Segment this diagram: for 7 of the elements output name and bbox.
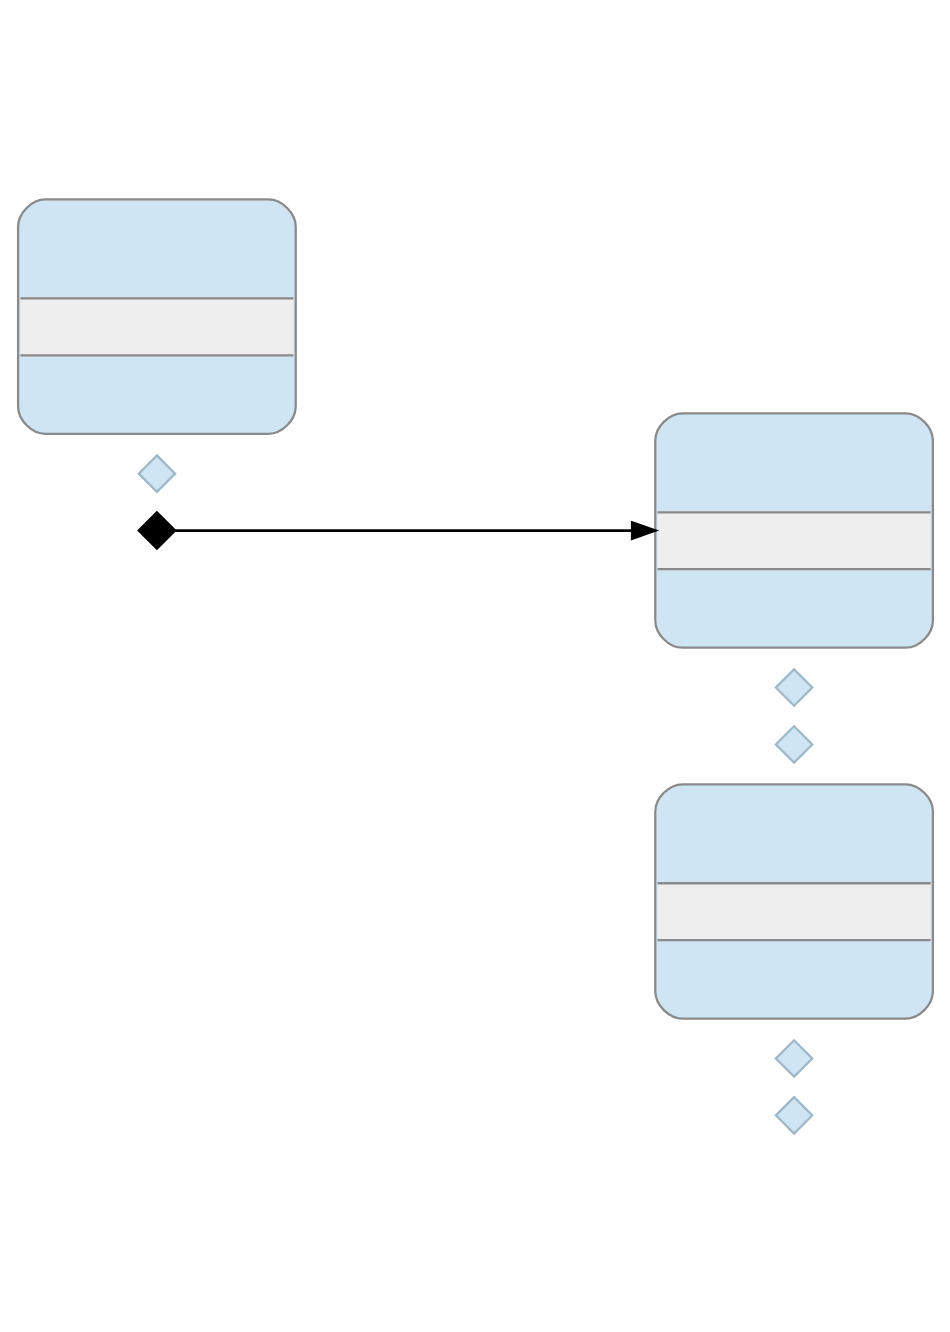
node-diamond [773, 724, 814, 764]
arrow [174, 520, 659, 540]
node-diamond [136, 510, 177, 550]
node-diamond [773, 667, 814, 707]
node-diamond [773, 1095, 814, 1135]
node-diamond [773, 1038, 814, 1078]
node-diamond [136, 453, 177, 493]
